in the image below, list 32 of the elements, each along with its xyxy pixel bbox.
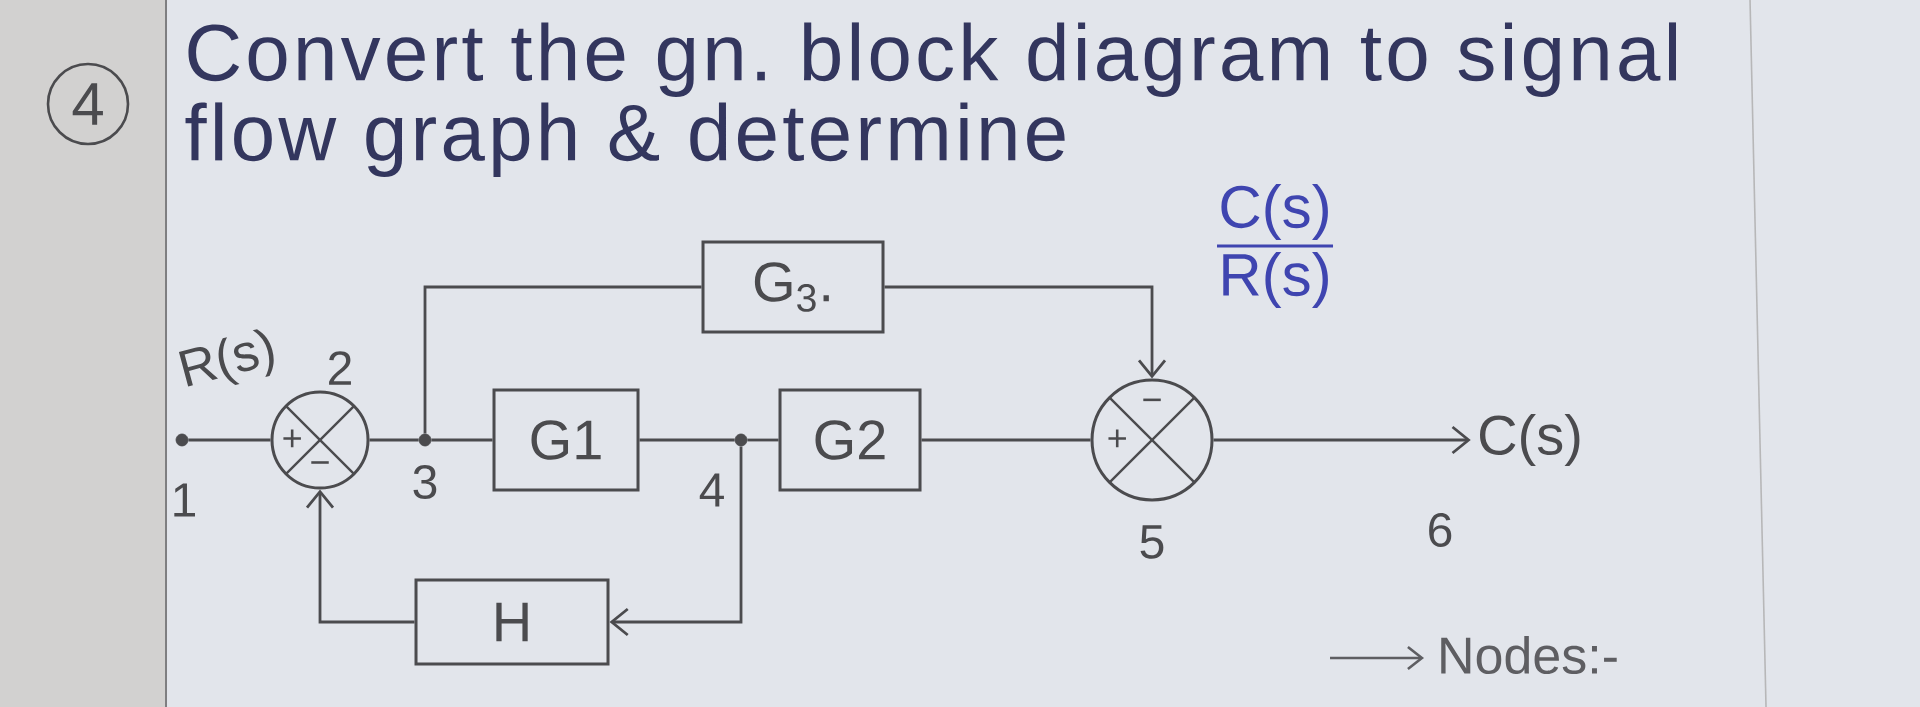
note-text: Nodes:-	[1441, 635, 1617, 675]
fraction: C(s) R(s)	[1217, 184, 1333, 308]
node-number: 3	[413, 465, 437, 499]
connector-line	[188, 438, 271, 442]
question-number: 4	[46, 62, 130, 146]
connector-line	[639, 438, 735, 442]
block-box: H	[414, 578, 610, 666]
branch-point	[734, 433, 748, 447]
summing-junction: + −	[270, 390, 370, 490]
connector-line	[747, 438, 779, 442]
arrow	[884, 285, 1167, 379]
block-box: G2	[778, 388, 922, 492]
branch-point	[418, 433, 432, 447]
node-number: 4	[699, 473, 724, 507]
summing-junction: + −	[1090, 378, 1214, 502]
connector-line	[431, 438, 493, 442]
node-number: 2	[329, 351, 351, 385]
input-point	[175, 433, 189, 447]
input-signal-label: R(s)	[178, 329, 274, 387]
block-box: G1	[492, 388, 640, 492]
output-signal-label: C(s)	[1480, 413, 1580, 467]
node-number: 6	[1429, 513, 1452, 547]
connector-line	[921, 438, 1091, 442]
block-box: G$_{3}$.	[701, 240, 885, 334]
arrow	[1213, 425, 1471, 455]
arrow	[305, 489, 415, 624]
arrow	[609, 446, 743, 637]
node-number: 5	[1140, 525, 1164, 559]
connector-line	[423, 285, 702, 434]
node-number: 1	[174, 483, 195, 517]
title: Convert the gn. block diagram to signal flow graph & determine	[185, 22, 1677, 177]
connector-line	[369, 438, 419, 442]
